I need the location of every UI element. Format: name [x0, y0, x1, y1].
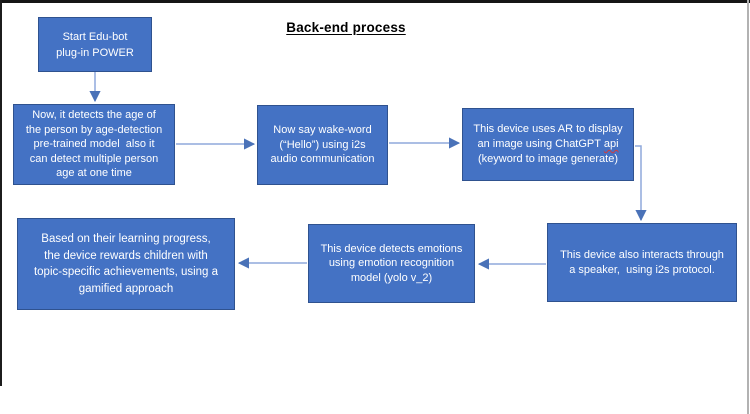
node-text: Now say wake-word (“Hello”) using i2s au… [270, 124, 375, 166]
node-text-line: This device uses AR to display [473, 123, 623, 135]
node-text-line: (keyword to image generate) [477, 153, 618, 165]
node-text: Now, it detects the age of the person by… [25, 109, 163, 180]
flow-node-wake-word: Now say wake-word (“Hello”) using i2s au… [257, 105, 388, 185]
flow-node-ar-display: This device uses AR to display an image … [462, 108, 634, 181]
node-text: Start Edu-bot plug-in POWER [56, 30, 134, 59]
spellcheck-underlined-word: api [603, 138, 619, 150]
flow-node-emotion: This device detects emotions using emoti… [308, 224, 475, 303]
slide-right-border [747, 0, 749, 414]
page-title: Back-end process [286, 20, 406, 35]
slide-left-border [0, 0, 2, 386]
flow-node-rewards: Based on their learning progress, the de… [17, 218, 235, 310]
arrow-ar-to-speaker [635, 145, 647, 222]
node-text-line: an image using ChatGPT api [477, 137, 618, 152]
node-text: This device detects emotions using emoti… [320, 242, 463, 284]
node-text: Based on their learning progress, the de… [33, 233, 219, 295]
flow-node-age-detection: Now, it detects the age of the person by… [13, 104, 175, 185]
node-text-fragment: an image using ChatGPT [477, 138, 604, 150]
flow-node-speaker: This device also interacts through a spe… [547, 223, 737, 302]
slide-top-border [0, 0, 750, 3]
node-text: This device also interacts through a spe… [560, 249, 724, 276]
flow-node-start: Start Edu-bot plug-in POWER [38, 17, 152, 72]
